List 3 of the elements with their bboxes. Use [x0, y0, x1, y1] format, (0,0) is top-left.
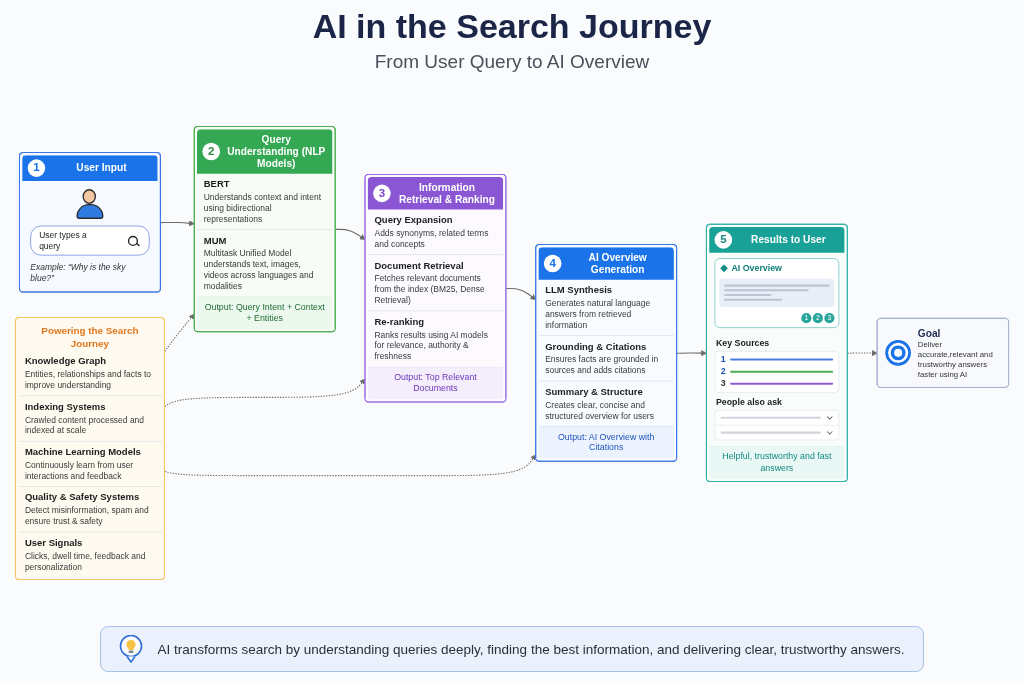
subtitle: From User Query to AI Overview	[374, 50, 650, 74]
title: AI in the Search Journey	[312, 6, 712, 47]
caption-text: AI transforms search by understanding queries deeply, finding the best information, and delivering clear, trustworthy answers.	[157, 641, 905, 657]
